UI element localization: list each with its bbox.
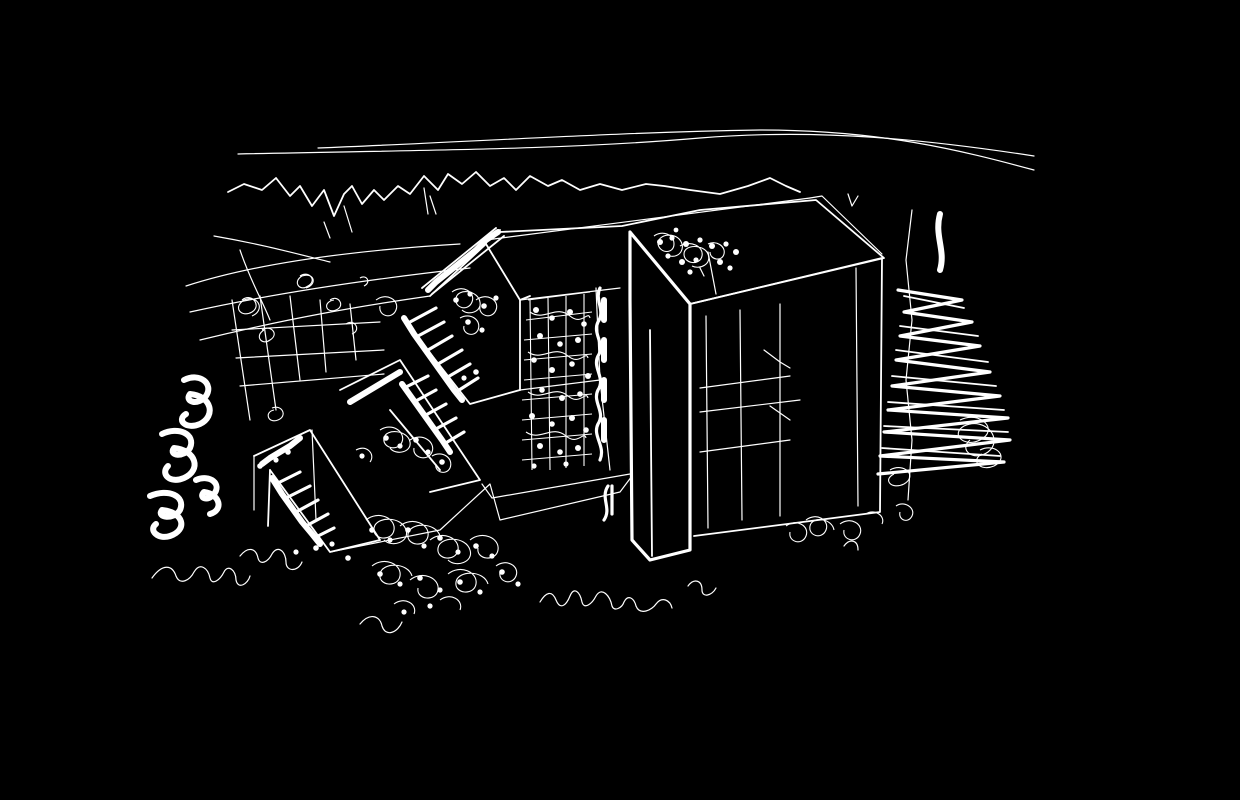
left-spiral-tree [147, 374, 222, 540]
terrace-garden-scribbles [355, 288, 518, 615]
terrace-garden-dots [257, 291, 521, 615]
terrace-glazing-bands [259, 227, 505, 547]
green-wall-mesh [521, 291, 593, 471]
foreground-grass [151, 548, 717, 634]
vertical-garden-column [594, 286, 614, 522]
right-zigzag-tree [876, 209, 1012, 501]
green-wall-dots [529, 307, 591, 469]
landscape-lines [185, 235, 471, 421]
left-vegetation-scribbles [238, 273, 369, 422]
main-building [485, 195, 885, 562]
right-ground-scribbles [785, 503, 914, 551]
horizon-lines [237, 129, 1035, 171]
mountain-ridge [227, 171, 859, 239]
roof-garden-dots [657, 227, 739, 275]
